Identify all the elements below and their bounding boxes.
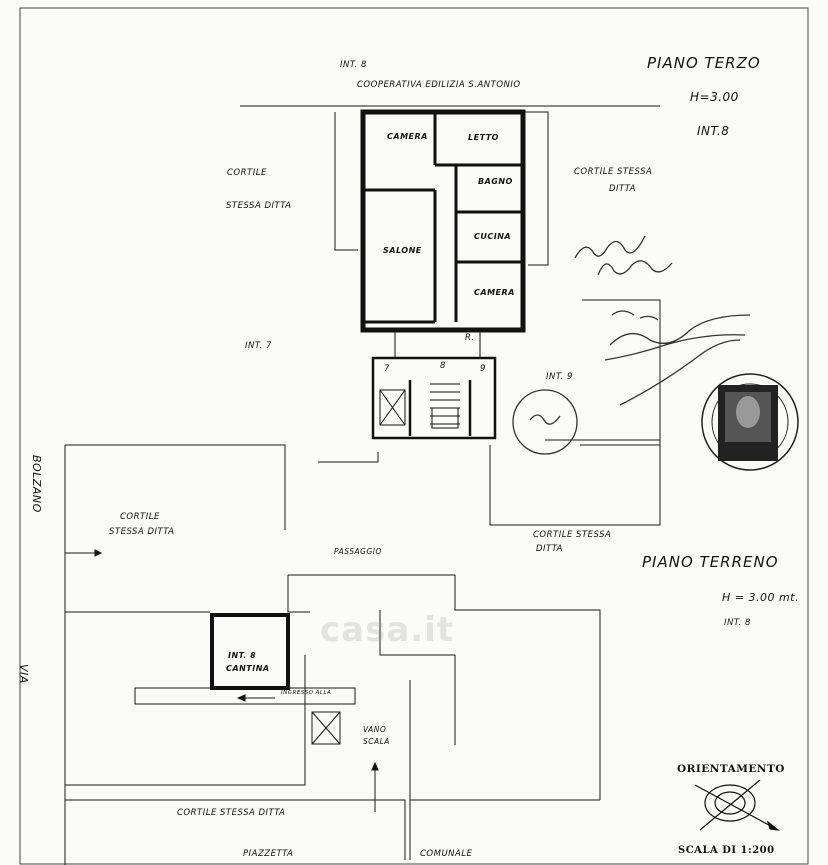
entrance-label: INGRESSO ALLA [281,690,332,696]
cellar-unit-label: INT. 8 [228,651,257,660]
scale-label: SCALA DI 1:200 [678,845,775,856]
top-neighbor-label: COOPERATIVA EDILIZIA S.ANTONIO [357,80,521,90]
ground-courtyard-right-1: CORTILE STESSA [533,530,612,540]
orientation-label: ORIENTAMENTO [677,763,785,775]
signature-2 [604,314,751,406]
entrance-arrow-head [236,694,246,702]
stamp-seal [701,373,799,471]
upper-courtyard-right-2: DITTA [609,184,636,194]
room-bagno: BAGNO [478,177,513,186]
courtyard-line-mid [318,452,379,463]
stair-scala-label: SCALA [363,737,390,746]
right-boundary [582,299,661,445]
stair-r-label: R. [465,333,475,343]
street-bolzano-label: BOLZANO [30,455,43,513]
apartment-outer-wall [360,109,526,333]
room-salone: SALONE [383,246,422,255]
ground-building-outline [288,574,601,800]
ground-building-outline-3 [287,575,310,613]
cellar-walls [210,613,290,690]
ground-courtyard-left-2: STESSA DITTA [109,527,175,537]
handwritten-mark [529,414,561,425]
site-boundary-left [65,444,286,530]
stair-num-7: 7 [384,364,390,374]
upper-courtyard-left-2: STESSA DITTA [226,201,292,211]
room-camera-2: CAMERA [474,288,515,297]
elevator-x-2 [379,389,406,426]
ground-vano-left [65,655,306,786]
room-cucina: CUCINA [474,232,512,241]
elevator-box [379,389,406,426]
ground-stair-x-2 [311,711,341,745]
stair-vano-label: VANO [363,725,387,734]
ground-floor-title: PIANO TERRENO [642,553,779,571]
ground-floor-unit: INT. 8 [724,618,751,628]
room-letto: LETTO [468,133,499,142]
compass-rose [694,779,781,831]
top-neighbor-unit: INT. 8 [340,60,367,70]
street-via-label: VIA [17,664,30,684]
upper-courtyard-left-1: CORTILE [227,168,267,178]
bottom-courtyard-label: CORTILE STESSA DITTA [177,808,286,818]
stair-num-9: 9 [480,364,486,374]
signature-3 [611,310,659,321]
room-camera-1: CAMERA [387,132,428,141]
handwritten-circle [512,389,578,455]
unit-right-label: INT. 9 [546,372,573,382]
ground-courtyard-right-2: DITTA [536,544,563,554]
page-frame [19,7,809,865]
cellar-label: CANTINA [226,664,270,673]
ground-floor-height: H = 3.00 mt. [722,591,799,604]
upper-stair-core [371,356,497,440]
via-arrow-head [94,549,103,557]
signature-1 [574,235,673,276]
ground-bottom-line [65,799,406,860]
upper-courtyard-right-1: CORTILE STESSA [574,167,653,177]
upper-floor-height: H=3.00 [690,90,739,104]
ground-stair-box [311,711,341,745]
passage-label: PASSAGGIO [334,547,382,556]
stair-num-8: 8 [440,361,446,371]
stair-arrow-head [371,761,379,771]
piazzetta-label: PIAZZETTA [243,849,294,859]
comunale-label: COMUNALE [420,849,473,859]
left-courtyard-outline [334,112,358,251]
ground-inner-outline [379,610,456,745]
watermark: casa.it [320,610,455,650]
stair-steps [430,383,460,429]
unit-left-label: INT. 7 [245,341,272,351]
upper-floor-title: PIANO TERZO [647,54,761,72]
upper-floor-unit: INT.8 [697,124,730,138]
ground-courtyard-left-1: CORTILE [120,512,160,522]
courtyard-line-right [489,444,661,526]
right-courtyard-outline [522,111,549,266]
